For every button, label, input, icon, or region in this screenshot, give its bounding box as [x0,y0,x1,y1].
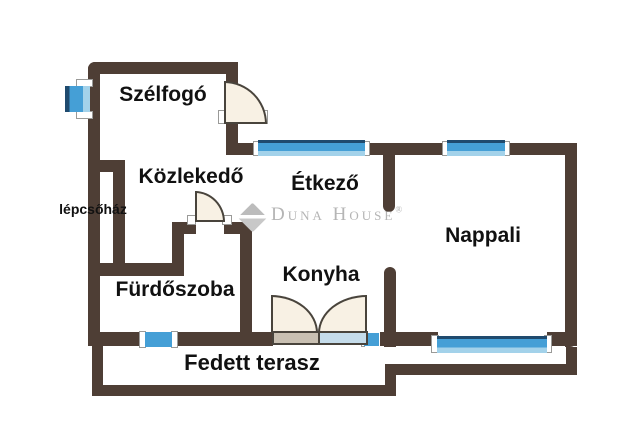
room-label-furdoszoba: Fürdőszoba [115,278,235,301]
wall-bottom-mid [380,332,438,346]
watermark-brand-text: Duna House [271,204,396,225]
window-jamb [76,111,93,119]
wall-etkezo-top-a [226,143,260,155]
room-label-nappali: Nappali [445,224,521,247]
window-etkezo-top [258,140,365,156]
wall-terrace-bottom-left [92,385,396,396]
wall-furdo-step [172,222,184,276]
wall-terrace-bottom-right [390,364,577,375]
wall-furdo-right [240,222,252,346]
wall-nappali-right [565,143,577,347]
wall-nappali-top [505,143,577,155]
wall-partition-etkezo-nappali [383,151,395,212]
room-label-lepcsohaz: lépcsőház [59,201,127,217]
room-label-konyha: Konyha [282,263,360,286]
wall-terrace-left [92,346,103,396]
konyha-door-arc-right [318,295,367,333]
kozlekedo-door-arc [195,191,225,222]
wall-terrace-step [385,364,396,396]
wall-etkezo-top-b [365,143,447,155]
window-nappali-top [447,140,505,156]
wall-outer-left [88,62,100,346]
wall-kozlekedo-bottom-left [172,222,196,234]
wall-stair-inner [113,160,125,275]
wall-stair-bottom [100,263,178,276]
wall-terrace-right [566,347,577,375]
window-jamb [171,331,178,348]
konyha-door-sill-left [272,331,320,345]
watermark-registered-mark: ® [395,204,403,215]
konyha-door-sill-right [318,331,368,345]
wall-bottom-right-corner [547,332,577,346]
watermark-brand: Duna House® [271,204,402,226]
wall-szelfogo-top [88,62,238,74]
room-label-szelfogo: Szélfogó [119,83,207,106]
window-szelfogo-left [65,86,90,112]
entry-door-arc [224,81,267,124]
room-label-fedett-terasz: Fedett terasz [184,350,320,375]
room-label-etkezo: Étkező [291,172,359,195]
konyha-door-arc-left [271,295,318,333]
wall-partition-konyha-nappali [384,267,396,347]
window-nappali-bottom [437,336,547,353]
wall-bottom-left [88,332,273,346]
room-label-kozlekedo: Közlekedő [138,165,244,188]
window-furdoszoba-bottom [145,332,172,347]
